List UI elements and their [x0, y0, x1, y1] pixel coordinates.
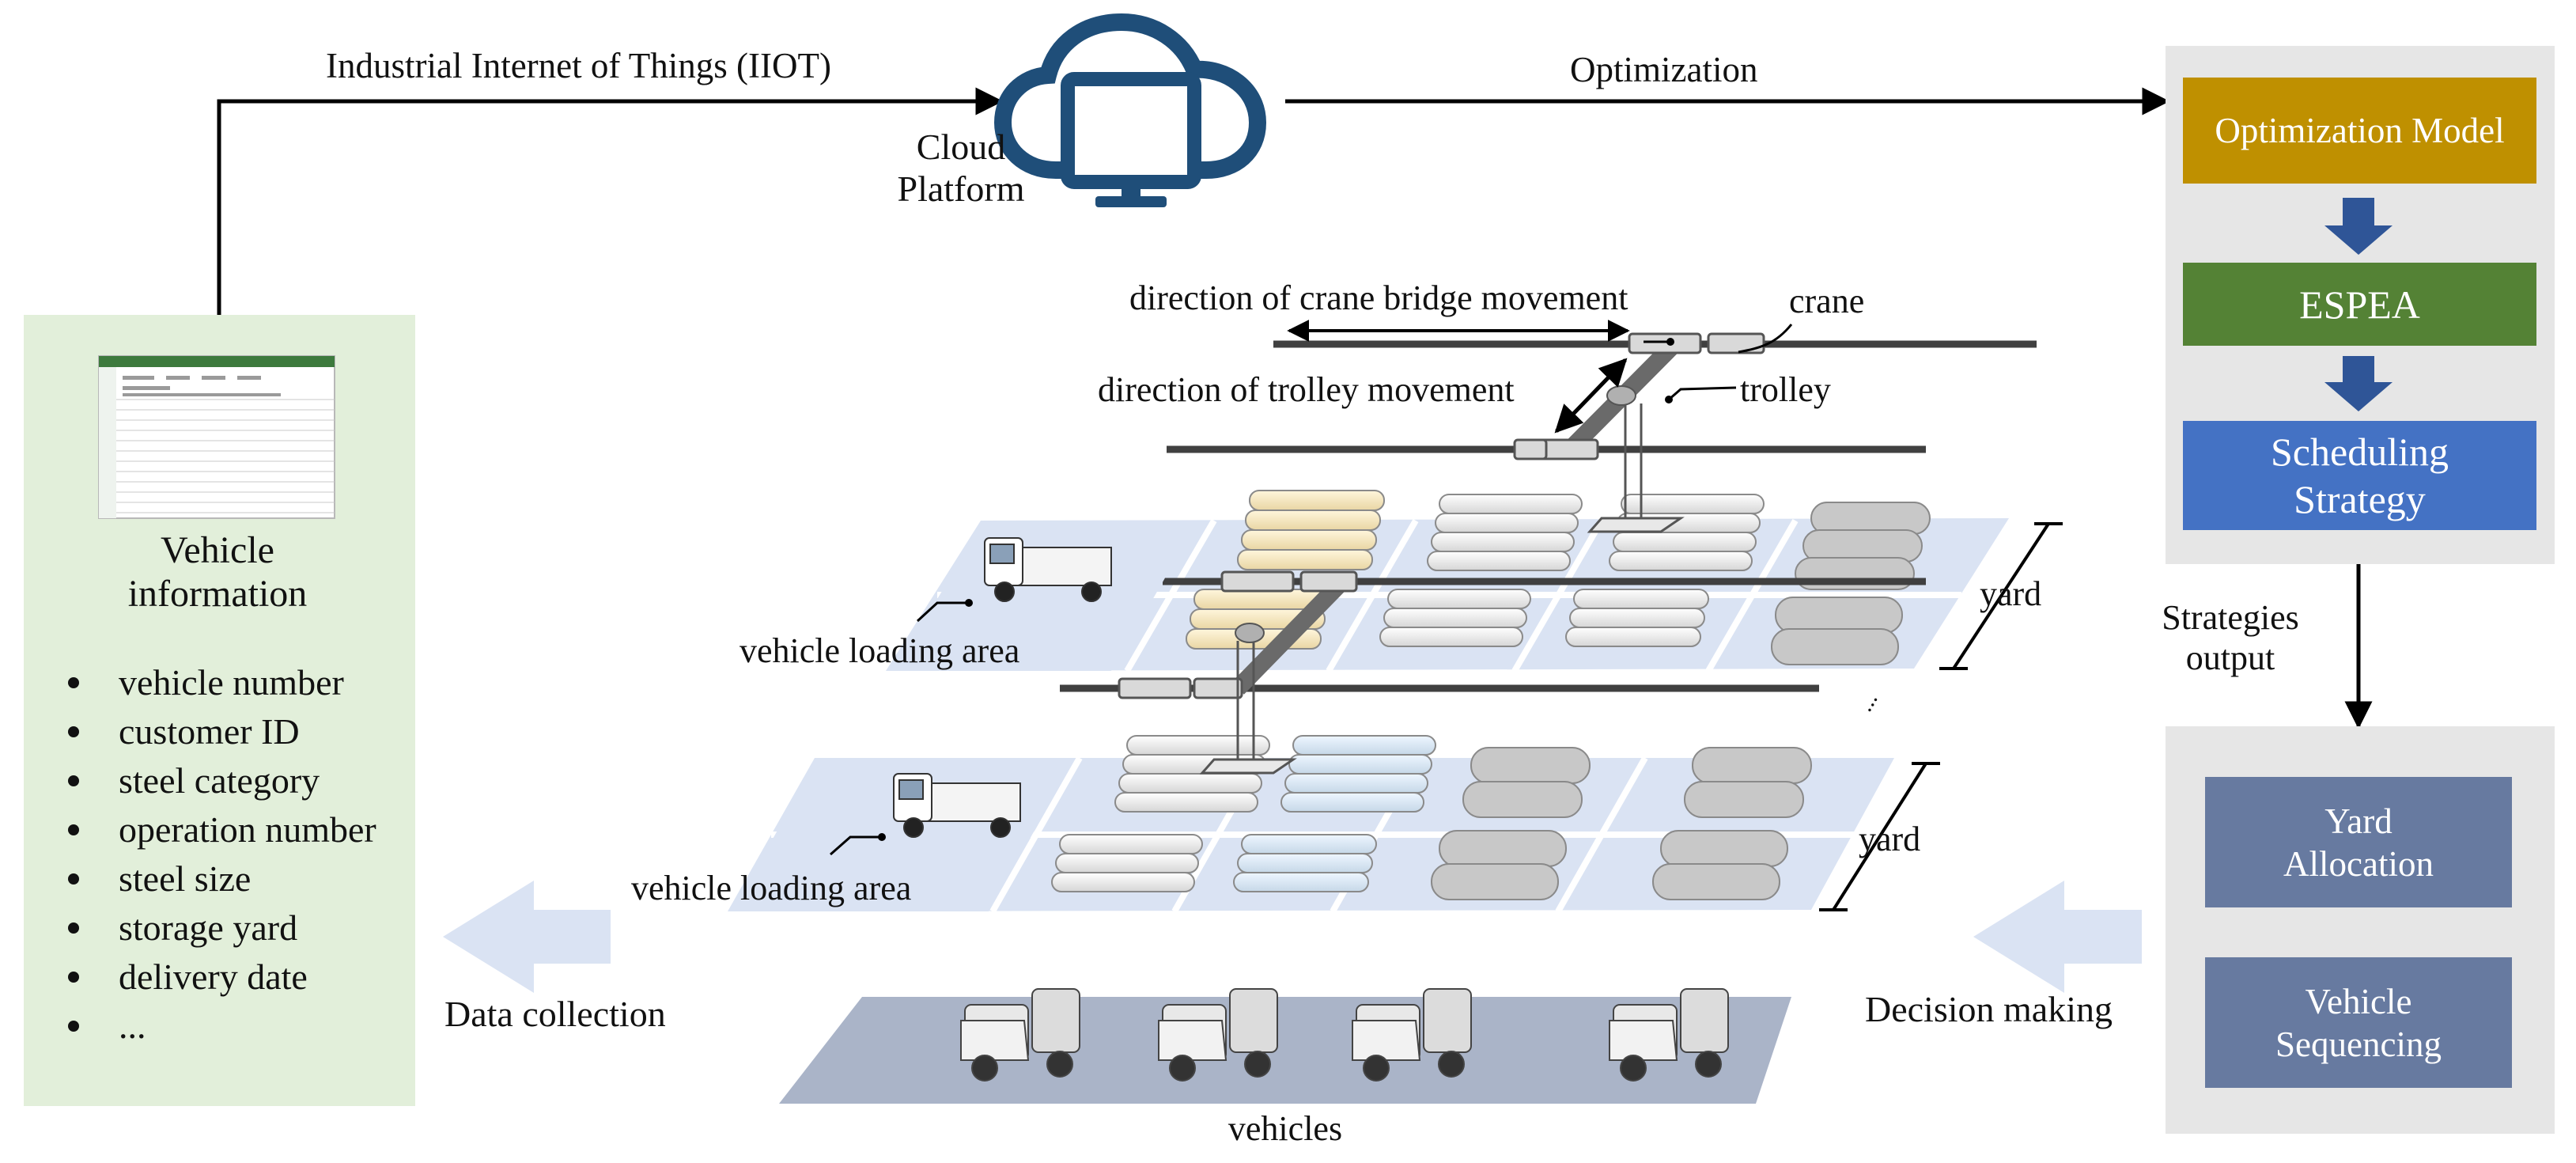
list-item: operation number	[63, 805, 376, 854]
optimization-model-box: Optimization Model	[2183, 78, 2536, 184]
cloud-platform-label: Cloud Platform	[897, 127, 1025, 209]
iiot-arrow	[217, 87, 1004, 315]
truck-icon	[1158, 988, 1278, 1082]
yard-scene	[728, 320, 2063, 1104]
scheduling-strategy-box: Scheduling Strategy	[2183, 421, 2536, 530]
vehicle-table-thumbnail	[98, 355, 335, 519]
espea-box: ESPEA	[2183, 263, 2536, 346]
list-item: vehicle number	[63, 658, 376, 707]
trolley-direction-label: direction of trolley movement	[1098, 370, 1515, 409]
optimization-label: Optimization	[1570, 50, 1758, 89]
crane-bridge-direction-label: direction of crane bridge movement	[1129, 278, 1628, 317]
truck-icon	[1609, 988, 1729, 1082]
list-item: steel size	[63, 854, 376, 904]
down-arrow-icon	[2324, 356, 2393, 411]
data-collection-arrow	[443, 881, 611, 993]
decision-making-arrow	[1973, 881, 2142, 993]
truck-icon	[893, 773, 1021, 838]
data-collection-label: Data collection	[444, 994, 666, 1034]
vehicles-label: vehicles	[1227, 1109, 1343, 1148]
down-arrow-icon	[2324, 198, 2393, 255]
truck-icon	[1352, 988, 1472, 1082]
list-item: storage yard	[63, 904, 376, 953]
yard-label-lower: yard	[1859, 820, 1921, 858]
yard-label-upper: yard	[1980, 574, 2042, 613]
trolley-label: trolley	[1740, 370, 1831, 409]
truck-icon	[960, 988, 1080, 1082]
strategies-output-label: Strategies output	[2162, 598, 2299, 677]
loading-area-label-lower: vehicle loading area	[631, 869, 912, 907]
yard-allocation-box: Yard Allocation	[2205, 777, 2512, 907]
vehicle-info-list: vehicle number customer ID steel categor…	[63, 658, 376, 1051]
loading-area-label-upper: vehicle loading area	[740, 631, 1020, 670]
vehicle-sequencing-box: Vehicle Sequencing	[2205, 957, 2512, 1088]
list-item: customer ID	[63, 707, 376, 756]
cloud-monitor-icon	[993, 13, 1267, 207]
vehicle-info-title: Vehicle information	[127, 529, 308, 616]
crane-label: crane	[1789, 282, 1865, 320]
decision-making-label: Decision making	[1865, 989, 2113, 1029]
truck-icon	[984, 537, 1112, 602]
iiot-label: Industrial Internet of Things (IIOT)	[326, 46, 831, 85]
list-item: delivery date	[63, 953, 376, 1002]
list-item: ...	[63, 1002, 376, 1051]
list-item: steel category	[63, 756, 376, 805]
